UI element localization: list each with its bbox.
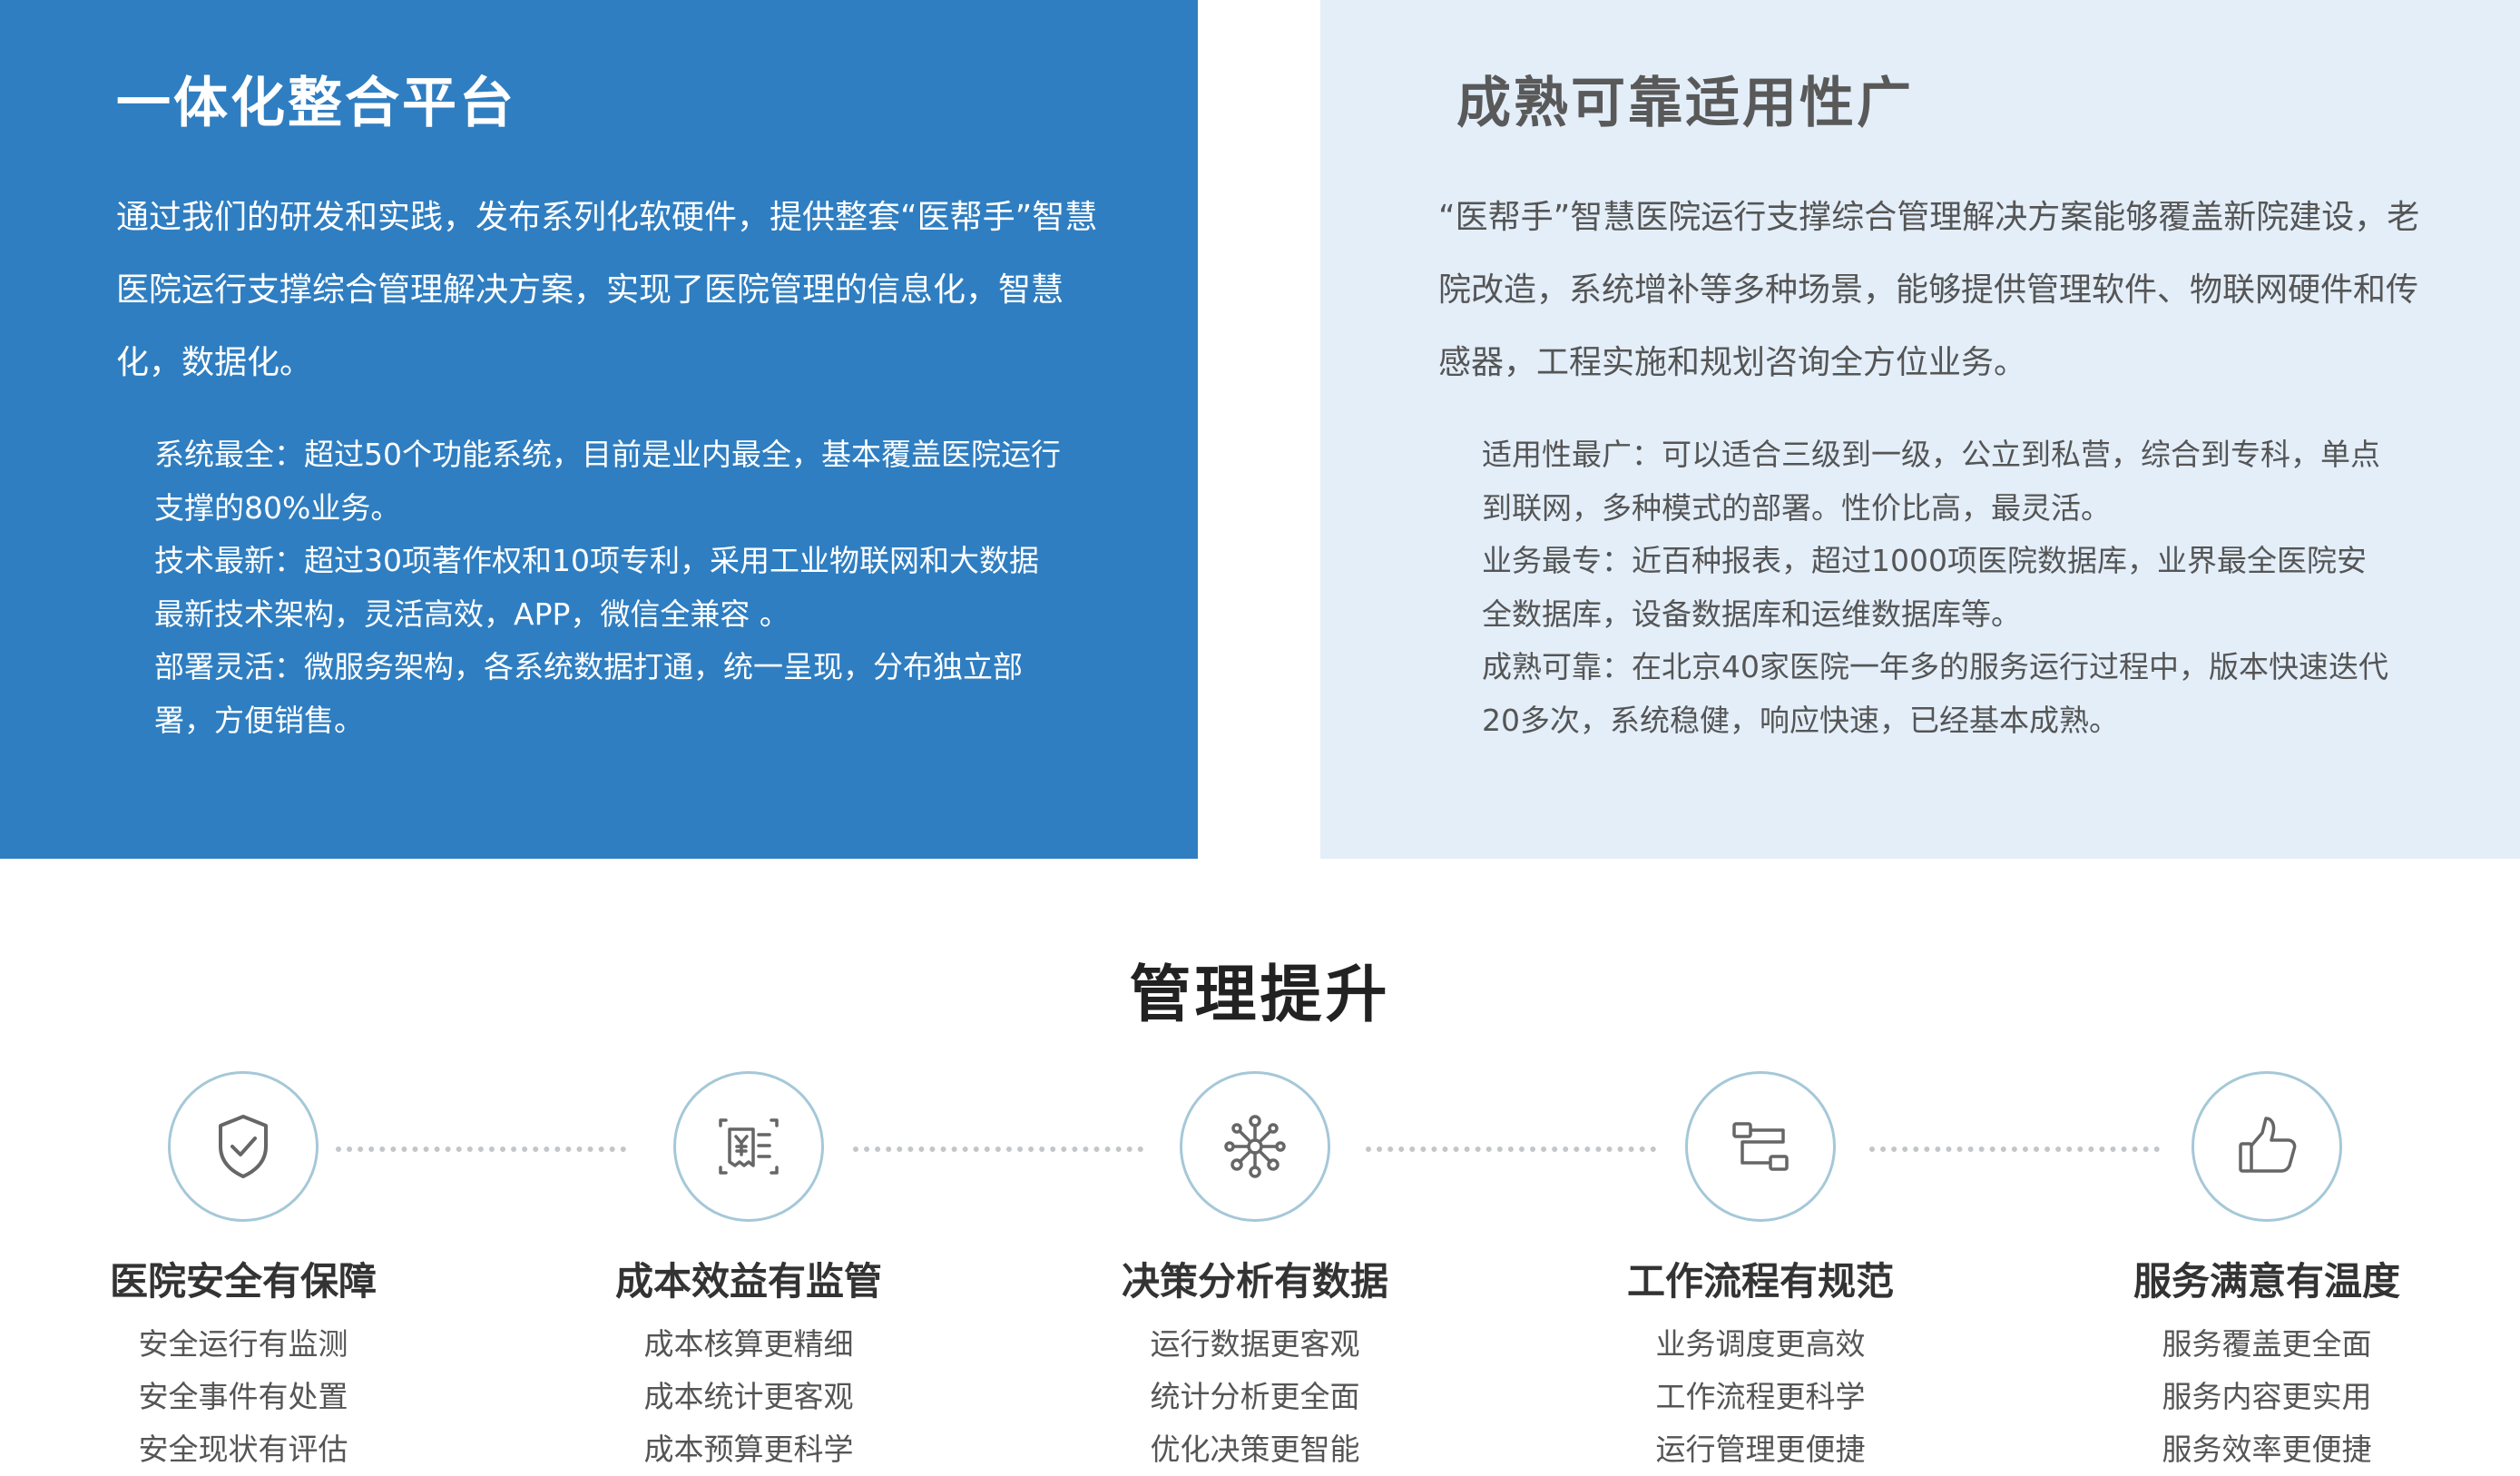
benefit-line: 安全现状有评估 xyxy=(138,1432,348,1467)
benefit-lines: 服务覆盖更全面 服务内容更实用 服务效率更便捷 xyxy=(2013,1318,2520,1476)
benefit-icon-circle xyxy=(168,1071,319,1222)
benefit-icon-circle xyxy=(1180,1071,1330,1222)
feature-text: 在北京40家医院一年多的服务运行过程中，版本快速迭代20多次，系统稳健，响应快速… xyxy=(1482,649,2388,738)
right-panel: 成熟可靠适用性广 “医帮手”智慧医院运行支撑综合管理解决方案能够覆盖新院建设，老… xyxy=(1320,0,2520,859)
right-panel-title: 成熟可靠适用性广 xyxy=(1456,72,1914,135)
benefit-title: 医院安全有保障 xyxy=(109,1259,377,1304)
network-nodes-icon xyxy=(1224,1115,1286,1178)
benefit-icon-circle xyxy=(673,1071,824,1222)
benefit-line: 服务内容更实用 xyxy=(2162,1379,2372,1414)
dotted-connector xyxy=(1869,1146,2160,1152)
dotted-connector xyxy=(1366,1146,1656,1152)
feature-text: 近百种报表，超过1000项医院数据库，业界最全医院安全数据库，设备数据库和运维数… xyxy=(1482,543,2367,632)
feature-label: 业务最专： xyxy=(1482,543,1632,578)
feature-label: 适用性最广： xyxy=(1482,437,1662,472)
right-panel-intro: “医帮手”智慧医院运行支撑综合管理解决方案能够覆盖新院建设，老院改造，系统增补等… xyxy=(1438,199,2420,381)
left-panel-features: 系统最全：超过50个功能系统，目前是业内最全，基本覆盖医院运行支撑的80%业务。… xyxy=(154,428,1062,747)
benefit-title: 决策分析有数据 xyxy=(1121,1259,1388,1304)
feature-item: 技术最新：超过30项著作权和10项专利，采用工业物联网和大数据最新技术架构，灵活… xyxy=(154,535,1062,641)
right-panel-features: 适用性最广：可以适合三级到一级，公立到私营，综合到专科，单点到联网，多种模式的部… xyxy=(1482,428,2389,747)
benefit-lines: 运行数据更客观 统计分析更全面 优化决策更智能 xyxy=(1001,1318,1509,1476)
left-panel-title: 一体化整合平台 xyxy=(116,72,516,135)
thumbs-up-icon xyxy=(2239,1117,2297,1173)
feature-item: 业务最专：近百种报表，超过1000项医院数据库，业界最全医院安全数据库，设备数据… xyxy=(1482,535,2389,641)
benefit-line: 运行数据更客观 xyxy=(1150,1326,1360,1362)
feature-label: 技术最新： xyxy=(154,543,304,578)
benefit-line: 安全运行有监测 xyxy=(138,1326,348,1362)
benefit-item-decision: 决策分析有数据 运行数据更客观 统计分析更全面 优化决策更智能 xyxy=(1001,1071,1509,1476)
benefit-line: 成本统计更客观 xyxy=(643,1379,854,1414)
feature-label: 部署灵活： xyxy=(154,649,304,684)
benefit-line: 服务效率更便捷 xyxy=(2162,1432,2372,1467)
feature-text: 超过50个功能系统，目前是业内最全，基本覆盖医院运行支撑的80%业务。 xyxy=(154,437,1061,526)
feature-item: 成熟可靠：在北京40家医院一年多的服务运行过程中，版本快速迭代20多次，系统稳健… xyxy=(1482,641,2389,747)
benefit-line: 优化决策更智能 xyxy=(1150,1432,1360,1467)
section-title: 管理提升 xyxy=(1129,959,1391,1031)
feature-text: 超过30项著作权和10项专利，采用工业物联网和大数据最新技术架构，灵活高效，AP… xyxy=(154,543,1039,632)
benefit-line: 成本核算更精细 xyxy=(643,1326,854,1362)
benefit-line: 工作流程更科学 xyxy=(1655,1379,1866,1414)
benefit-item-workflow: 工作流程有规范 业务调度更高效 工作流程更科学 运行管理更便捷 xyxy=(1506,1071,2015,1476)
benefit-icon-circle xyxy=(2192,1071,2342,1222)
benefit-title: 服务满意有温度 xyxy=(2133,1259,2400,1304)
benefit-lines: 业务调度更高效 工作流程更科学 运行管理更便捷 xyxy=(1506,1318,2015,1476)
benefit-line: 成本预算更科学 xyxy=(643,1432,854,1467)
feature-item: 部署灵活：微服务架构，各系统数据打通，统一呈现，分布独立部署，方便销售。 xyxy=(154,641,1062,747)
benefit-item-service: 服务满意有温度 服务覆盖更全面 服务内容更实用 服务效率更便捷 xyxy=(2013,1071,2520,1476)
feature-label: 系统最全： xyxy=(154,437,304,472)
benefit-lines: 安全运行有监测 安全事件有处置 安全现状有评估 xyxy=(0,1318,497,1476)
benefit-line: 安全事件有处置 xyxy=(138,1379,348,1414)
dotted-connector xyxy=(853,1146,1143,1152)
benefit-item-safety: 医院安全有保障 安全运行有监测 安全事件有处置 安全现状有评估 xyxy=(0,1071,497,1476)
shield-check-icon xyxy=(219,1115,268,1178)
benefit-line: 运行管理更便捷 xyxy=(1655,1432,1866,1467)
benefit-line: 业务调度更高效 xyxy=(1655,1326,1866,1362)
benefit-lines: 成本核算更精细 成本统计更客观 成本预算更科学 xyxy=(495,1318,1003,1476)
feature-text: 微服务架构，各系统数据打通，统一呈现，分布独立部署，方便销售。 xyxy=(154,649,1023,738)
left-panel-intro: 通过我们的研发和实践，发布系列化软硬件，提供整套“医帮手”智慧医院运行支撑综合管… xyxy=(116,199,1098,381)
benefit-title: 工作流程有规范 xyxy=(1626,1259,1894,1304)
benefit-line: 服务覆盖更全面 xyxy=(2162,1326,2372,1362)
feature-text: 可以适合三级到一级，公立到私营，综合到专科，单点到联网，多种模式的部署。性价比高… xyxy=(1482,437,2380,526)
left-panel: 一体化整合平台 通过我们的研发和实践，发布系列化软硬件，提供整套“医帮手”智慧医… xyxy=(0,0,1198,859)
receipt-yen-icon xyxy=(719,1118,779,1175)
workflow-icon xyxy=(1732,1122,1789,1171)
dotted-connector xyxy=(336,1146,626,1152)
benefit-line: 统计分析更全面 xyxy=(1150,1379,1360,1414)
benefit-items: 医院安全有保障 安全运行有监测 安全事件有处置 安全现状有评估 成本效益有监管 … xyxy=(0,1071,2520,1472)
feature-label: 成熟可靠： xyxy=(1482,649,1632,684)
benefit-title: 成本效益有监管 xyxy=(614,1259,882,1304)
feature-item: 系统最全：超过50个功能系统，目前是业内最全，基本覆盖医院运行支撑的80%业务。 xyxy=(154,428,1062,535)
benefit-icon-circle xyxy=(1685,1071,1836,1222)
feature-item: 适用性最广：可以适合三级到一级，公立到私营，综合到专科，单点到联网，多种模式的部… xyxy=(1482,428,2389,535)
benefit-item-cost: 成本效益有监管 成本核算更精细 成本统计更客观 成本预算更科学 xyxy=(495,1071,1003,1476)
